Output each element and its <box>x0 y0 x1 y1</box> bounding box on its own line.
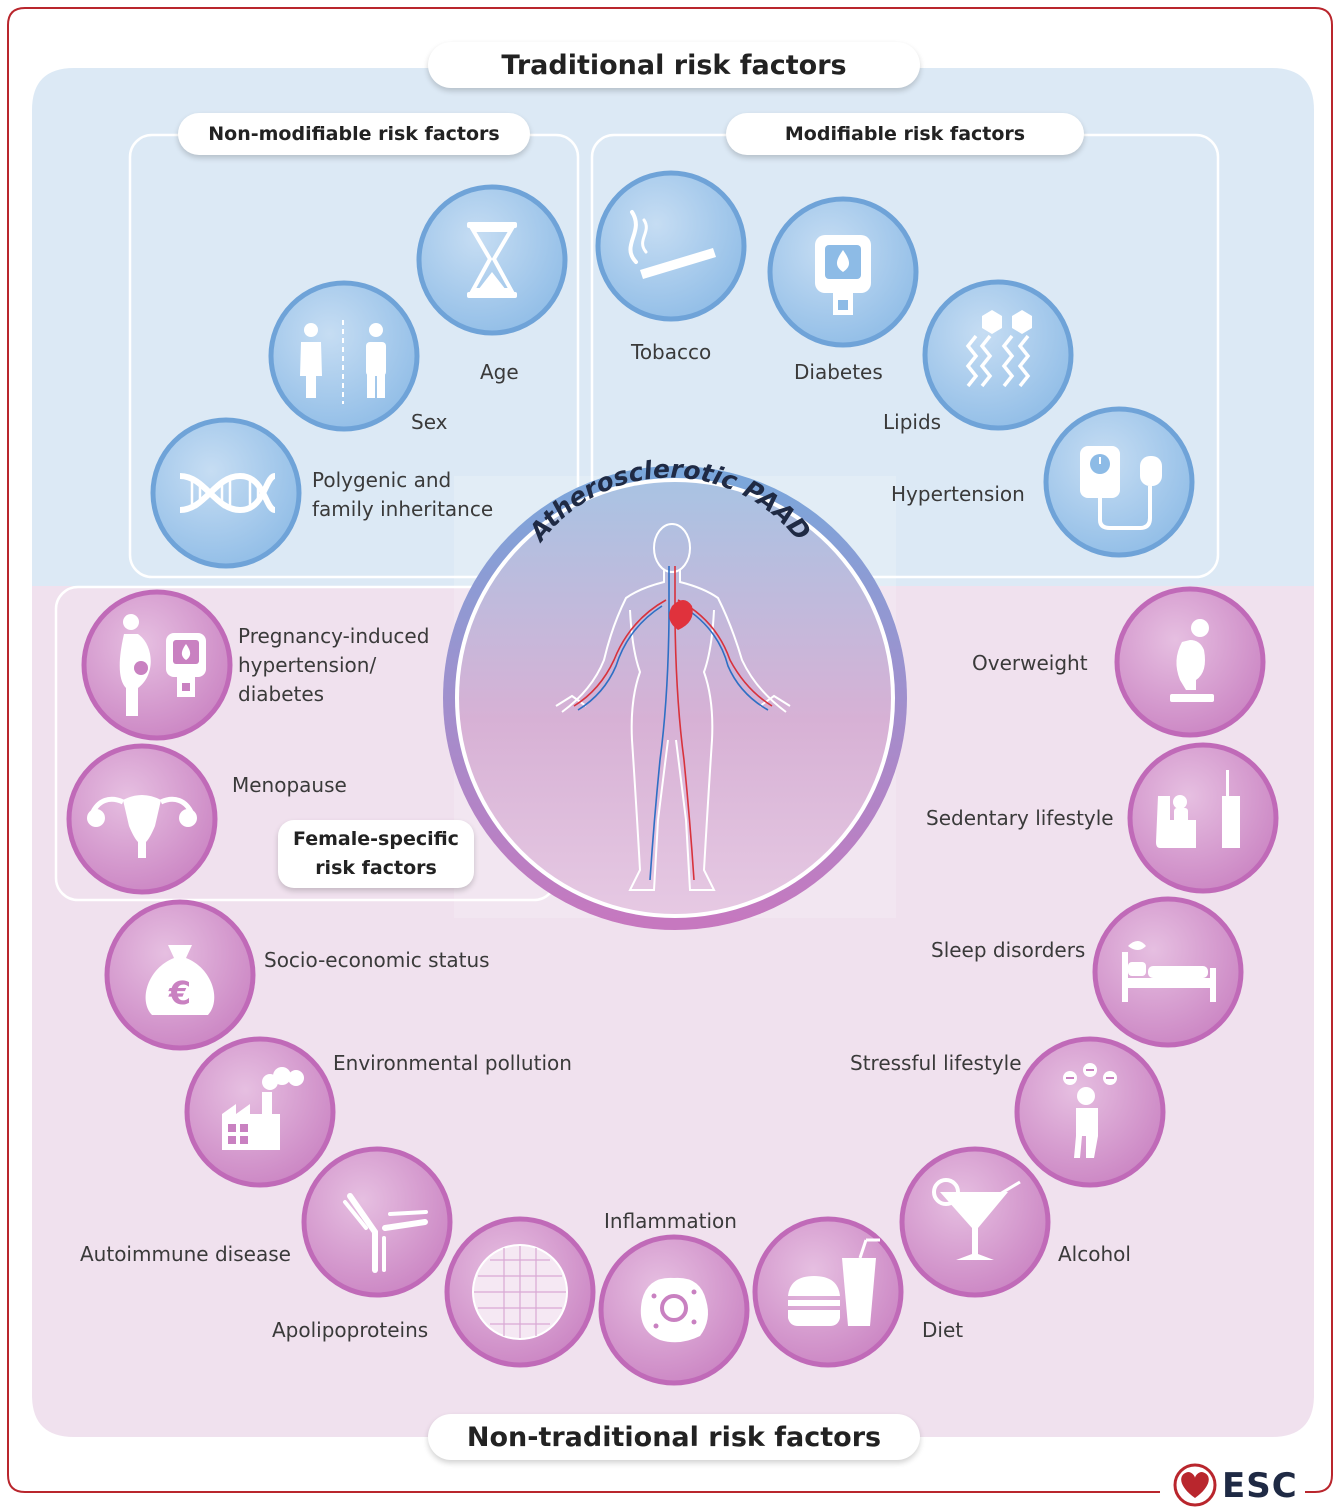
lipid-molecule-icon <box>922 279 1074 431</box>
bed-sleep-icon <box>1092 896 1244 1048</box>
cocktail-glass-icon <box>899 1146 1051 1298</box>
label-inflammation: Inflammation <box>604 1209 737 1233</box>
center-circle <box>443 466 907 930</box>
lipoprotein-particle-icon <box>444 1216 596 1368</box>
label-sedentary: Sedentary lifestyle <box>926 806 1114 830</box>
non-traditional-risk-factors-title: Non-traditional risk factors <box>428 1414 920 1460</box>
overweight-person-icon <box>1114 586 1266 738</box>
factory-smoke-icon <box>184 1036 336 1188</box>
label-diabetes: Diabetes <box>794 360 883 384</box>
label-pregnancy: Pregnancy-induced hypertension/ diabetes <box>238 624 430 706</box>
label-age: Age <box>480 360 519 384</box>
label-overweight: Overweight <box>972 651 1088 675</box>
svg-text:€: € <box>168 974 191 1012</box>
female-anatomy-vascular-icon <box>555 523 791 891</box>
modifiable-title: Modifiable risk factors <box>726 113 1084 155</box>
label-tobacco: Tobacco <box>631 340 712 364</box>
non-modifiable-title: Non-modifiable risk factors <box>178 113 530 155</box>
uterus-icon <box>66 743 218 895</box>
glucometer-icon <box>767 196 919 348</box>
cigarette-icon <box>595 170 747 322</box>
label-polygenic: Polygenic and family inheritance <box>312 468 494 521</box>
label-apolipoproteins: Apolipoproteins <box>272 1318 429 1342</box>
burger-drink-icon <box>752 1216 904 1368</box>
label-socioeconomic: Socio-economic status <box>264 948 490 972</box>
dna-icon <box>150 417 302 569</box>
label-pollution: Environmental pollution <box>333 1051 572 1075</box>
armchair-tv-icon <box>1127 742 1279 894</box>
pregnancy-glucometer-icon <box>81 589 233 741</box>
label-stressful: Stressful lifestyle <box>850 1051 1022 1075</box>
antibody-icon <box>301 1146 453 1298</box>
esc-logo-text: ESC <box>1222 1466 1298 1506</box>
label-diet: Diet <box>922 1318 964 1342</box>
female-specific-title: Female-specific risk factors <box>278 820 474 888</box>
male-female-icon <box>268 280 420 432</box>
traditional-risk-factors-title: Traditional risk factors <box>428 42 920 88</box>
esc-logo <box>1165 1463 1305 1507</box>
label-sex: Sex <box>411 410 448 434</box>
label-hypertension: Hypertension <box>891 482 1025 506</box>
label-autoimmune: Autoimmune disease <box>80 1242 291 1266</box>
blood-pressure-monitor-icon <box>1043 406 1195 558</box>
label-menopause: Menopause <box>232 773 347 797</box>
age-icon <box>416 184 568 336</box>
label-lipids: Lipids <box>883 410 942 434</box>
label-alcohol: Alcohol <box>1058 1242 1131 1266</box>
label-sleep: Sleep disorders <box>931 938 1086 962</box>
euro-money-bag-icon: € <box>104 899 256 1051</box>
stressed-person-icon <box>1014 1036 1166 1188</box>
inflammatory-cell-icon <box>598 1234 750 1386</box>
